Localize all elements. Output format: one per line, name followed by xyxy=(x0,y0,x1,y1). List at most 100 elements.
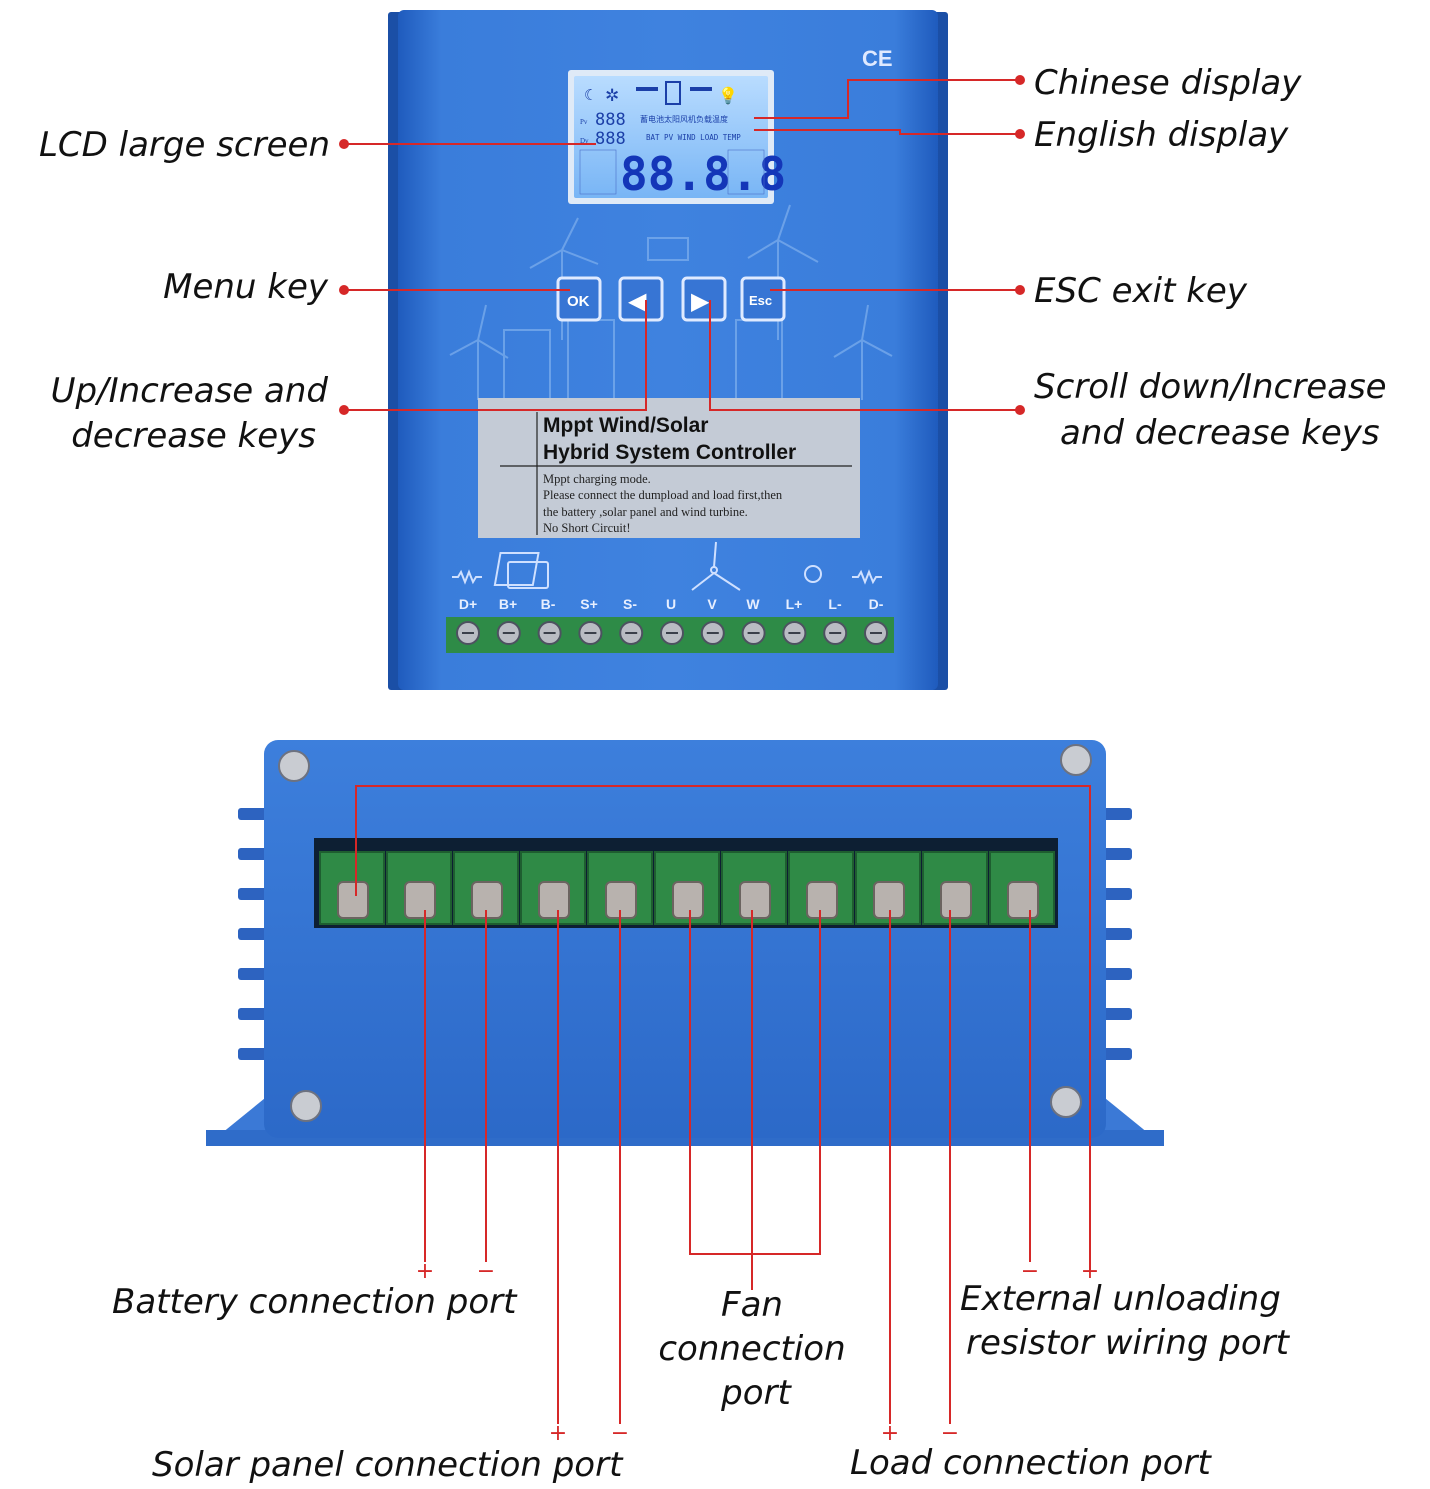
up-keys-label-line2: decrease keys xyxy=(71,416,316,456)
lcd-chinese-row: 蓄电池太阳风机负载温度 xyxy=(640,114,728,124)
esc-key[interactable]: Esc xyxy=(740,276,786,322)
cooling-fin xyxy=(238,888,268,900)
terminal-label: D- xyxy=(869,596,884,612)
scroll-keys-label-line2: and decrease keys xyxy=(1060,413,1380,453)
fan-port-label-line3: port xyxy=(720,1373,792,1413)
terminal-screw-head xyxy=(739,881,771,919)
cooling-fin xyxy=(238,1048,268,1060)
charge-bar-icon xyxy=(636,87,658,91)
battery-port-label: Battery connection port xyxy=(112,1282,518,1322)
lcd-english-row: BAT PV WIND LOAD TEMP xyxy=(646,133,741,142)
controller-front-view: CE ☾ ✲ 💡 Pv 888 蓄电池太阳风机负载温度 Dv 888 BAT P… xyxy=(388,10,948,690)
callout-lines xyxy=(344,79,1031,1424)
esc-exit-key-callout: ESC exit key xyxy=(1034,271,1248,311)
menu-key-label: OK xyxy=(567,293,590,310)
sticker-body-line1: Mppt charging mode. xyxy=(543,472,651,486)
cooling-fin xyxy=(238,808,268,820)
bulb-icon: 💡 xyxy=(718,86,738,105)
external-plus-wire xyxy=(355,785,1091,1270)
external-port-label-line2: resistor wiring port xyxy=(966,1323,1291,1363)
sticker-body-line3: the battery ,solar panel and wind turbin… xyxy=(543,505,748,519)
moon-icon: ☾ xyxy=(584,88,597,104)
terminal-label: B+ xyxy=(499,596,517,612)
terminal-label: W xyxy=(746,596,760,612)
cooling-fin xyxy=(1102,888,1132,900)
up-keys-label-line1: Up/Increase and xyxy=(51,371,329,411)
cooling-fin xyxy=(1102,1008,1132,1020)
resistor-icon xyxy=(452,569,482,585)
polarity-marks: + − + − + − − + xyxy=(416,1259,1099,1446)
lcd-screen xyxy=(574,76,768,198)
fan-port-label-line2: connection xyxy=(658,1329,845,1369)
terminal-label: S- xyxy=(623,596,637,612)
fan-port-label-line1: Fan xyxy=(721,1285,783,1325)
terminal-slot xyxy=(654,851,720,925)
scroll-keys-label-line1: Scroll down/Increase xyxy=(1034,367,1387,407)
up-key[interactable]: ◀ xyxy=(618,276,664,322)
solar-minus-mark: − xyxy=(611,1421,629,1446)
english-display-label: English display xyxy=(1034,115,1289,155)
terminal-screw-head xyxy=(806,881,838,919)
battery-minus-mark: − xyxy=(477,1259,495,1284)
solar-port-label: Solar panel connection port xyxy=(152,1445,624,1485)
cooling-fin xyxy=(1102,1048,1132,1060)
down-key[interactable]: ▶ xyxy=(681,276,727,322)
background-artwork xyxy=(449,204,893,401)
front-terminal-screws xyxy=(456,621,888,645)
battery-terminal-icon xyxy=(507,561,549,589)
side-terminal-block xyxy=(319,851,1055,925)
sticker-body-line4: No Short Circuit! xyxy=(543,521,631,535)
battery-icon xyxy=(665,81,681,105)
terminal-screw-head xyxy=(404,881,436,919)
load-plus-mark: + xyxy=(881,1421,899,1446)
lcd-main-digits: 88.8.8 xyxy=(620,147,786,201)
controller-side-view xyxy=(206,740,1164,1270)
load-minus-mark: − xyxy=(941,1421,959,1446)
external-minus-mark: − xyxy=(1021,1259,1039,1284)
terminal-screw-head xyxy=(672,881,704,919)
left-cooling-fins xyxy=(238,808,268,1060)
sticker-title-line2: Hybrid System Controller xyxy=(543,441,796,464)
cooling-fin xyxy=(1102,968,1132,980)
callout-dots xyxy=(339,75,1025,415)
cooling-fin xyxy=(1102,808,1132,820)
dv-label: Dv xyxy=(580,137,589,145)
terminal-label: D+ xyxy=(459,596,477,612)
terminal-label: L- xyxy=(828,596,842,612)
terminal-screw-head xyxy=(1007,881,1039,919)
battery-plus-mark: + xyxy=(416,1259,434,1284)
left-arrow-icon: ◀ xyxy=(628,289,647,315)
menu-key[interactable]: OK xyxy=(556,276,602,322)
instruction-sticker: Mppt Wind/Solar Hybrid System Controller… xyxy=(478,398,860,538)
solar-plus-mark: + xyxy=(549,1421,567,1446)
lcd-row2-digits: 888 xyxy=(595,129,626,149)
cooling-fin xyxy=(1102,928,1132,940)
lcd-status-block xyxy=(727,149,765,195)
resistor-icon-right xyxy=(852,569,882,585)
sticker-title-line1: Mppt Wind/Solar xyxy=(543,414,708,437)
corner-screws xyxy=(278,744,1092,1122)
external-plus-mark: + xyxy=(1081,1259,1099,1284)
terminal-screw-head xyxy=(337,881,369,919)
esc-key-label: Esc xyxy=(749,293,772,308)
sun-icon: ✲ xyxy=(605,86,619,105)
terminal-icons xyxy=(452,541,882,591)
terminal-label: L+ xyxy=(786,596,803,612)
lcd-large-screen-label: LCD large screen xyxy=(39,125,330,165)
cooling-fin xyxy=(1102,848,1132,860)
cooling-fin xyxy=(238,1008,268,1020)
solar-panel-icon xyxy=(493,552,540,586)
terminal-label: V xyxy=(707,596,717,612)
cooling-fin xyxy=(238,928,268,940)
chinese-display-label: Chinese display xyxy=(1034,63,1302,103)
terminal-label: U xyxy=(666,596,676,612)
lcd-row1-digits: 888 xyxy=(595,110,626,130)
terminal-screw-head xyxy=(538,881,570,919)
lcd-mode-block xyxy=(579,149,617,195)
cooling-fin xyxy=(238,848,268,860)
load-port-label: Load connection port xyxy=(850,1443,1212,1483)
front-terminal-labels: D+ B+ B- S+ S- U V W L+ L- D- xyxy=(459,596,884,612)
terminal-screw-head xyxy=(940,881,972,919)
ce-mark: CE xyxy=(862,46,893,71)
